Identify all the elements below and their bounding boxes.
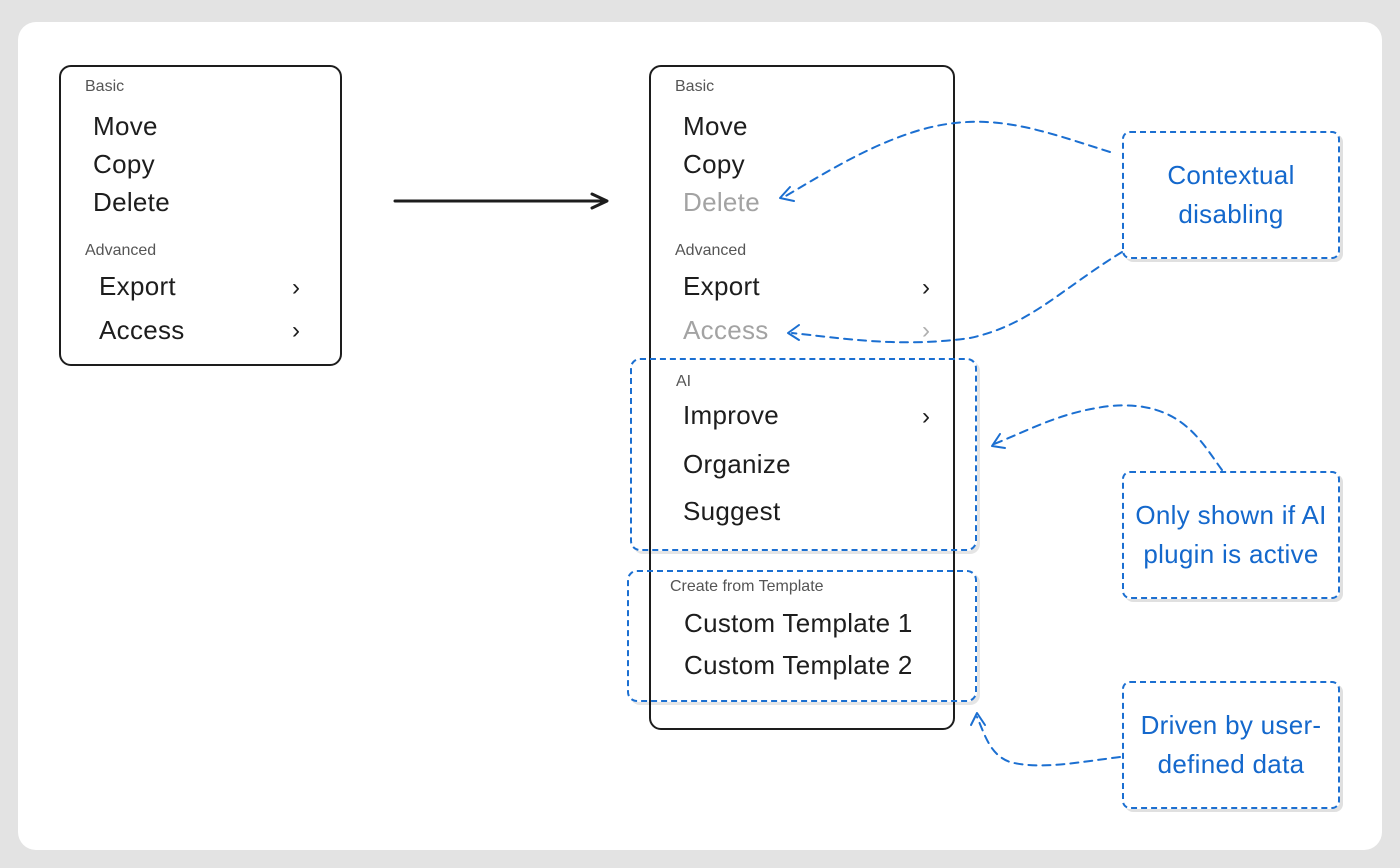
- section-label-basic: Basic: [675, 78, 715, 95]
- section-label-template: Create from Template: [670, 578, 824, 595]
- arrow-right-icon: [393, 192, 609, 210]
- note-line: plugin is active: [1143, 539, 1319, 569]
- note-contextual-disabling: Contextual disabling: [1122, 131, 1340, 259]
- template-section-highlight: [627, 570, 977, 702]
- menu-item-delete-disabled: Delete: [683, 187, 760, 217]
- note-user-defined-data: Driven by user- defined data: [1122, 681, 1340, 809]
- chevron-right-icon: ›: [922, 274, 930, 301]
- arrowhead-icon: [991, 433, 1006, 449]
- section-label-advanced: Advanced: [675, 242, 747, 259]
- menu-item-copy[interactable]: Copy: [93, 149, 155, 179]
- arrowhead-icon: [779, 186, 795, 202]
- section-label-ai: AI: [676, 373, 692, 390]
- ai-section-highlight: [630, 358, 977, 551]
- note-line: defined data: [1157, 749, 1305, 779]
- menu-item-custom-template-1[interactable]: Custom Template 1: [684, 608, 913, 638]
- menu-item-export[interactable]: Export: [683, 271, 760, 301]
- note-ai-plugin: Only shown if AI plugin is active: [1122, 471, 1340, 599]
- menu-item-copy[interactable]: Copy: [683, 149, 745, 179]
- menu-item-move[interactable]: Move: [683, 111, 748, 141]
- menu-item-improve[interactable]: Improve: [683, 400, 780, 430]
- menu-item-access[interactable]: Access: [99, 315, 185, 345]
- note-line: Only shown if AI: [1135, 500, 1327, 530]
- connector-template: [976, 716, 1121, 767]
- menu-item-suggest[interactable]: Suggest: [683, 496, 781, 526]
- chevron-right-icon: ›: [292, 274, 300, 301]
- note-line: disabling: [1178, 199, 1284, 229]
- arrowhead-icon: [787, 324, 800, 341]
- note-line: Contextual: [1167, 160, 1295, 190]
- menu-item-export[interactable]: Export: [99, 271, 176, 301]
- context-menu-after: [649, 65, 955, 730]
- note-line: Driven by user-: [1140, 710, 1322, 740]
- menu-item-delete[interactable]: Delete: [93, 187, 170, 217]
- diagram-canvas: [18, 22, 1382, 850]
- menu-item-organize[interactable]: Organize: [683, 449, 791, 479]
- chevron-right-icon: ›: [922, 317, 930, 344]
- chevron-right-icon: ›: [922, 403, 930, 430]
- menu-item-move[interactable]: Move: [93, 111, 158, 141]
- section-label-advanced: Advanced: [85, 242, 157, 259]
- connector-ai: [993, 404, 1223, 471]
- section-label-basic: Basic: [85, 78, 125, 95]
- menu-item-custom-template-2[interactable]: Custom Template 2: [684, 650, 913, 680]
- connector-access: [791, 251, 1123, 344]
- chevron-right-icon: ›: [292, 317, 300, 344]
- menu-item-access-disabled: Access: [683, 315, 769, 345]
- context-menu-before: [59, 65, 342, 366]
- arrowhead-icon: [970, 712, 986, 726]
- connector-delete: [783, 120, 1111, 198]
